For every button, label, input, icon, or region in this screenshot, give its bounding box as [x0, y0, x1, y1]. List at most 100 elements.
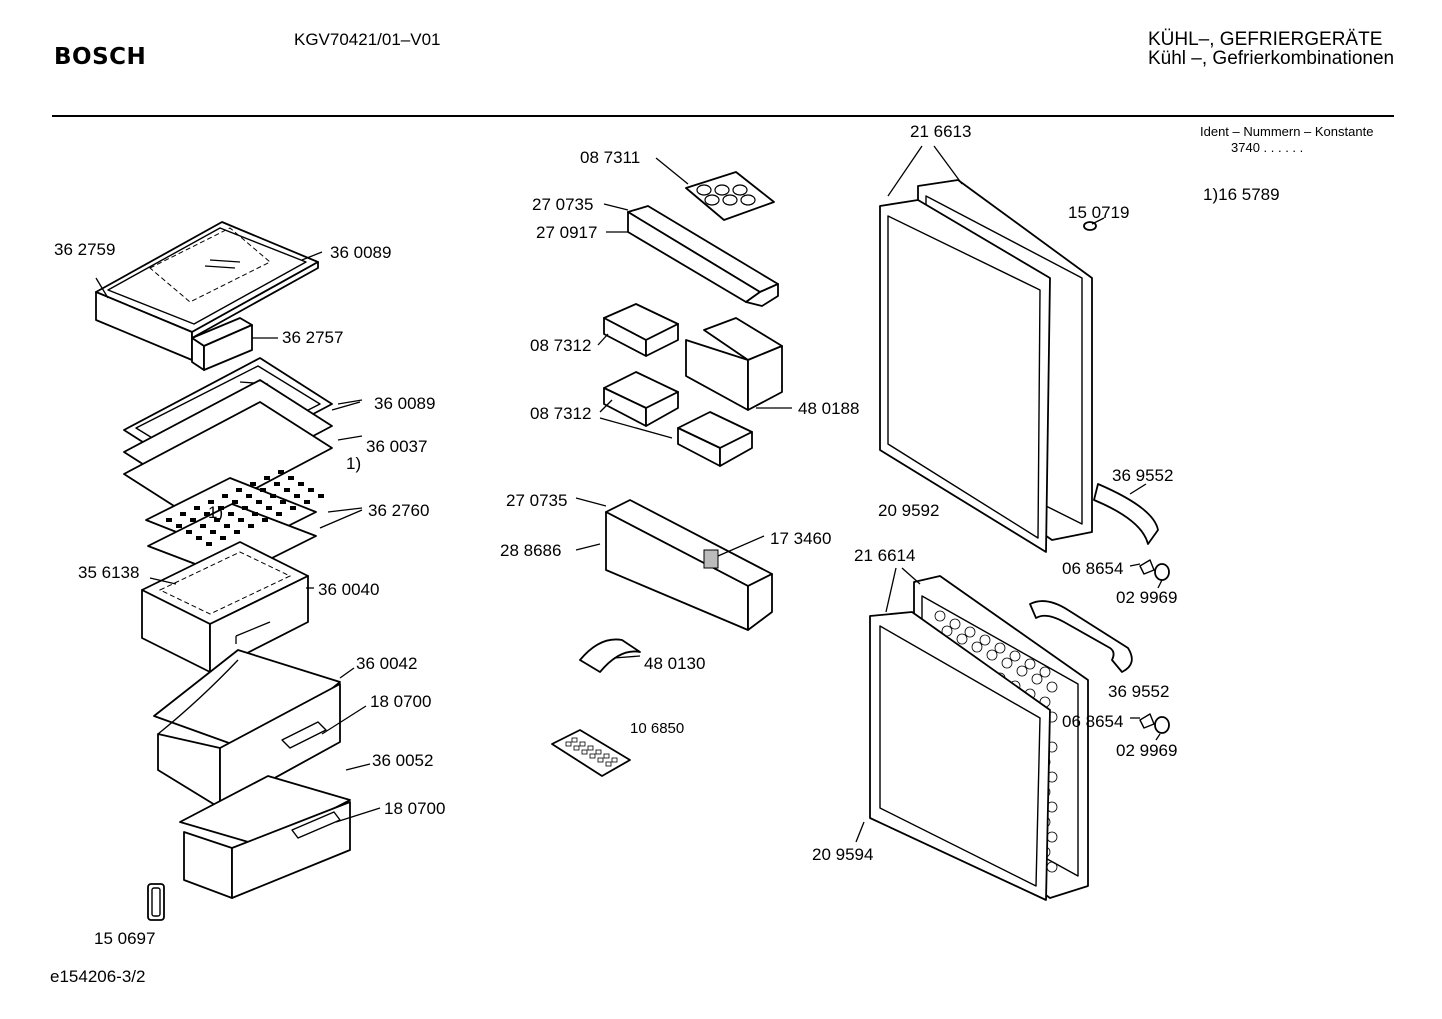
label-270917: 27 0917 — [536, 223, 597, 242]
label-362757: 36 2757 — [282, 328, 343, 347]
label-087311: 08 7311 — [580, 148, 640, 167]
grid-slot — [308, 488, 314, 492]
grid-slot — [318, 494, 324, 498]
grid-slot — [298, 482, 304, 486]
grid-slot — [276, 512, 282, 516]
fridge-door-gasket — [879, 199, 1051, 553]
label-150697: 15 0697 — [94, 929, 155, 948]
grid-slot — [266, 506, 272, 510]
label-480188: 48 0188 — [798, 399, 859, 418]
grid-slot — [278, 470, 284, 474]
grid-slot — [176, 524, 182, 528]
honeycomb-cell — [986, 649, 998, 661]
ice-cell — [605, 761, 612, 767]
door-shelf-top — [627, 205, 779, 307]
shelf-tray-top — [95, 221, 319, 361]
grid-slot — [248, 524, 254, 528]
grid-slot — [262, 518, 268, 522]
grid-slot — [238, 518, 244, 522]
label-068654-b: 06 8654 — [1062, 712, 1123, 731]
label-369552-b: 36 9552 — [1108, 682, 1169, 701]
label-106850: 10 6850 — [630, 720, 684, 737]
label-173460: 17 3460 — [770, 529, 831, 548]
label-216613: 21 6613 — [910, 122, 971, 141]
grid-slot — [236, 488, 242, 492]
label-480130: 48 0130 — [644, 654, 705, 673]
ice-cell — [573, 745, 580, 751]
ice-cube-tray — [551, 729, 631, 777]
label-180700-b: 18 0700 — [384, 799, 445, 818]
ice-cell — [571, 737, 578, 743]
label-362759: 36 2759 — [54, 240, 115, 259]
grid-slot — [232, 500, 238, 504]
honeycomb-cell — [1016, 665, 1028, 677]
grid-slot — [208, 500, 214, 504]
label-362760: 36 2760 — [368, 501, 429, 520]
label-360089-b: 36 0089 — [374, 394, 435, 413]
honeycomb-cell — [1024, 658, 1036, 670]
tray-box-small — [191, 317, 253, 371]
category-subtitle: Kühl –, Gefrierkombinationen — [1148, 48, 1395, 69]
door-handle-lower — [1029, 600, 1133, 673]
grid-slot — [220, 536, 226, 540]
grid-slot — [166, 518, 172, 522]
freezer-door-gasket — [869, 611, 1051, 901]
label-288686: 28 8686 — [500, 541, 561, 560]
grid-slot — [228, 512, 234, 516]
honeycomb-cell — [979, 634, 991, 646]
bottle-holder-box — [685, 317, 783, 411]
ident-reference: 1)16 5789 — [1203, 185, 1280, 204]
ident-value: 3740 . . . . . . — [1231, 140, 1304, 155]
ice-cell — [595, 749, 602, 755]
ice-cell — [597, 757, 604, 763]
ice-cell — [587, 745, 594, 751]
honeycomb-cell — [964, 626, 976, 638]
label-360037: 36 0037 — [366, 437, 427, 456]
small-bin-b — [603, 371, 679, 427]
grid-slot — [252, 512, 258, 516]
egg-hole — [704, 194, 720, 206]
label-270735-a: 27 0735 — [532, 195, 593, 214]
label-068654-a: 06 8654 — [1062, 559, 1123, 578]
grid-slot — [204, 512, 210, 516]
grid-slot — [264, 476, 270, 480]
egg-hole — [740, 194, 756, 206]
honeycomb-cell — [1031, 673, 1043, 685]
drawer-upper — [153, 649, 341, 809]
honeycomb-cell — [994, 642, 1006, 654]
grid-slot — [224, 524, 230, 528]
grid-slot — [280, 500, 286, 504]
honeycomb-cell — [1001, 657, 1013, 669]
honeycomb-cell — [934, 610, 946, 622]
ice-cell — [565, 741, 572, 747]
header-divider — [52, 115, 1394, 117]
ident-title: Ident – Nummern – Konstante — [1200, 124, 1374, 139]
label-356138: 35 6138 — [78, 563, 139, 582]
document-id: e154206-3/2 — [50, 967, 146, 986]
grid-slot — [288, 476, 294, 480]
grid-slot — [194, 506, 200, 510]
screw-cap-upper — [1139, 559, 1170, 581]
note-1a: 1) — [346, 454, 361, 473]
grid-slot — [190, 518, 196, 522]
drawer-lower — [179, 775, 351, 899]
grid-slot — [222, 494, 228, 498]
label-029969-a: 02 9969 — [1116, 588, 1177, 607]
label-087312-b: 08 7312 — [530, 404, 591, 423]
grid-slot — [210, 530, 216, 534]
grid-slot — [256, 500, 262, 504]
grid-slot — [196, 536, 202, 540]
honeycomb-cell — [949, 618, 961, 630]
grid-slot — [214, 518, 220, 522]
label-369552-a: 36 9552 — [1112, 466, 1173, 485]
egg-hole — [722, 194, 738, 206]
screw-cap-lower — [1139, 713, 1170, 734]
honeycomb-cell — [1039, 666, 1051, 678]
ice-cell — [603, 753, 610, 759]
label-270735-b: 27 0735 — [506, 491, 567, 510]
label-087312-a: 08 7312 — [530, 336, 591, 355]
label-360042: 36 0042 — [356, 654, 417, 673]
ice-cell — [579, 741, 586, 747]
label-209594: 20 9594 — [812, 845, 873, 864]
